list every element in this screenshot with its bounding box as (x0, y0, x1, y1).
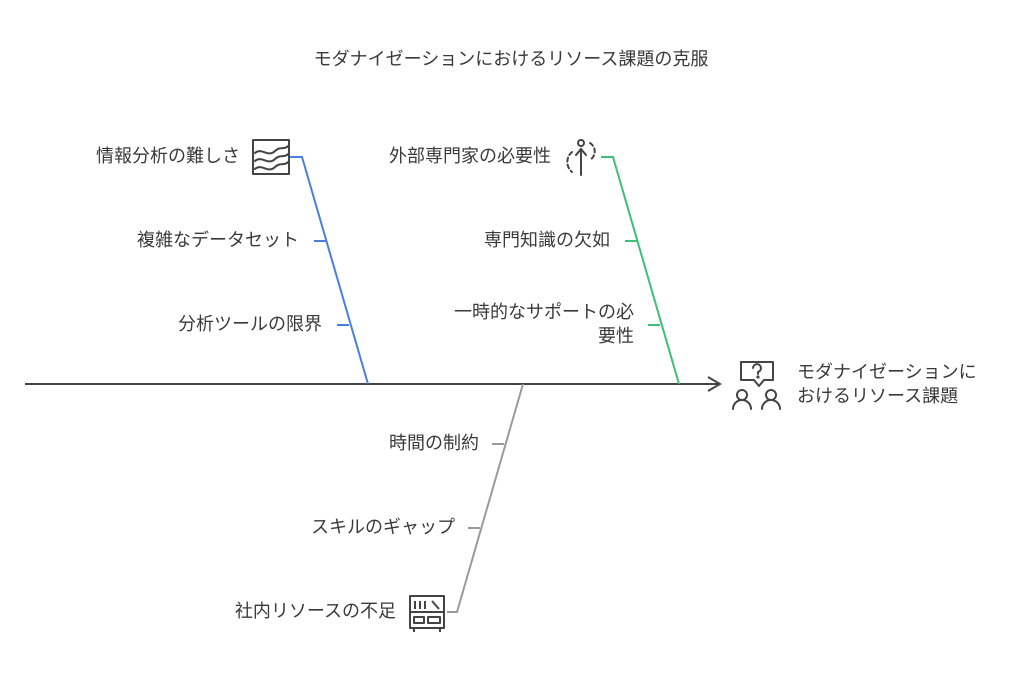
head-label-line2: おけるリソース課題 (797, 386, 959, 407)
spine-arrow-head (707, 376, 722, 392)
question-people-icon (732, 361, 781, 410)
branch-label-internal: 社内リソースの不足 (234, 601, 396, 622)
cause-lack-expertise: 専門知識の欠如 (484, 230, 610, 251)
cause-time-constraints: 時間の制約 (389, 433, 479, 454)
branch-line-internal (447, 383, 524, 613)
cause-complex-dataset: 複雑なデータセット (137, 230, 299, 251)
diagram-title: モダナイゼーションにおけるリソース課題の克服 (313, 49, 709, 70)
branch-label-data: 情報分析の難しさ (96, 146, 240, 167)
branch-line-expert (601, 156, 680, 385)
person-dashed-circle-icon (566, 139, 596, 176)
cause-analysis-tool-limits: 分析ツールの限界 (178, 314, 322, 335)
head-label-line1: モダナイゼーションに (797, 362, 977, 383)
branch-label-expert: 外部専門家の必要性 (389, 146, 551, 167)
cause-temporary-support-line1: 一時的なサポートの必 (454, 302, 634, 323)
wave-chart-icon (252, 139, 290, 175)
bookshelf-icon (409, 595, 445, 632)
branch-line-data (290, 156, 369, 385)
cause-skill-gap: スキルのギャップ (311, 517, 455, 538)
cause-temporary-support-line2: 要性 (598, 326, 634, 347)
